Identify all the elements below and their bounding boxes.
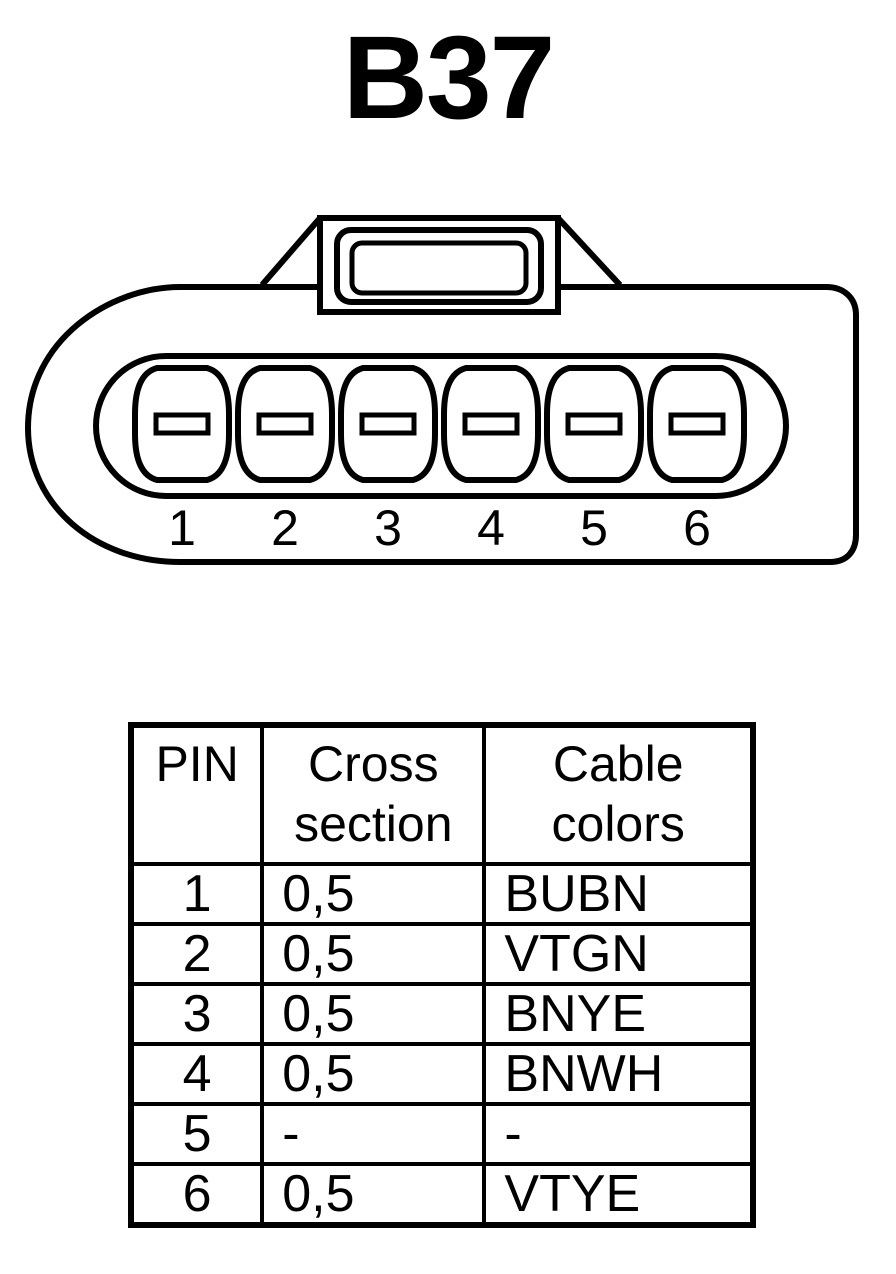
pin-terminal-slot xyxy=(668,412,726,436)
pin-terminal-slot xyxy=(256,412,314,436)
pin-terminal-slot xyxy=(565,412,623,436)
cell-pin: 2 xyxy=(128,922,265,986)
pin-cavity xyxy=(338,365,438,483)
table-header-row: PIN Cross section Cable colors xyxy=(128,723,755,866)
cell-cross-section: 0,5 xyxy=(260,1042,487,1106)
cell-cross-section: 0,5 xyxy=(260,862,487,926)
pin-number-label: 1 xyxy=(168,500,196,556)
cell-cable-color: VTYE xyxy=(482,1162,755,1227)
pin-terminal-slot xyxy=(359,412,417,436)
pin-cavity xyxy=(235,365,335,483)
cell-pin: 5 xyxy=(128,1102,265,1166)
pin-number-label: 4 xyxy=(477,500,505,556)
cell-cable-color: BNYE xyxy=(482,982,755,1046)
pin-cavities: 1 2 3 4 5 6 xyxy=(132,365,747,556)
cell-pin: 1 xyxy=(128,862,265,926)
cell-cable-color: BUBN xyxy=(482,862,755,926)
pin-number-label: 5 xyxy=(580,500,608,556)
pin-terminal-slot xyxy=(462,412,520,436)
cell-cross-section: 0,5 xyxy=(260,1162,487,1227)
cell-cross-section: 0,5 xyxy=(260,922,487,986)
header-cross-section: Cross section xyxy=(260,723,487,866)
cell-cable-color: - xyxy=(482,1102,755,1166)
pin-number-label: 6 xyxy=(683,500,711,556)
cell-pin: 3 xyxy=(128,982,265,1046)
pin-well xyxy=(93,353,789,499)
table-row: 5-- xyxy=(128,1102,755,1166)
pin-cavity xyxy=(132,365,232,483)
pin-cavity xyxy=(441,365,541,483)
connector-title: B37 xyxy=(342,12,555,144)
cell-pin: 6 xyxy=(128,1162,265,1227)
cell-cross-section: 0,5 xyxy=(260,982,487,1046)
latch-window-inner xyxy=(349,240,529,296)
cell-cross-section: - xyxy=(260,1102,487,1166)
cell-cable-color: BNWH xyxy=(482,1042,755,1106)
connector-body xyxy=(24,284,859,565)
pin-terminal-slot xyxy=(153,412,211,436)
header-cable-colors: Cable colors xyxy=(482,723,755,866)
cell-cable-color: VTGN xyxy=(482,922,755,986)
pin-cavity xyxy=(544,365,644,483)
header-pin: PIN xyxy=(128,723,265,866)
connector-diagram: 1 2 3 4 5 6 xyxy=(24,215,859,565)
pin-cavity xyxy=(647,365,747,483)
cell-pin: 4 xyxy=(128,1042,265,1106)
latch-window xyxy=(334,227,544,305)
pin-number-label: 3 xyxy=(374,500,402,556)
pin-number-label: 2 xyxy=(271,500,299,556)
